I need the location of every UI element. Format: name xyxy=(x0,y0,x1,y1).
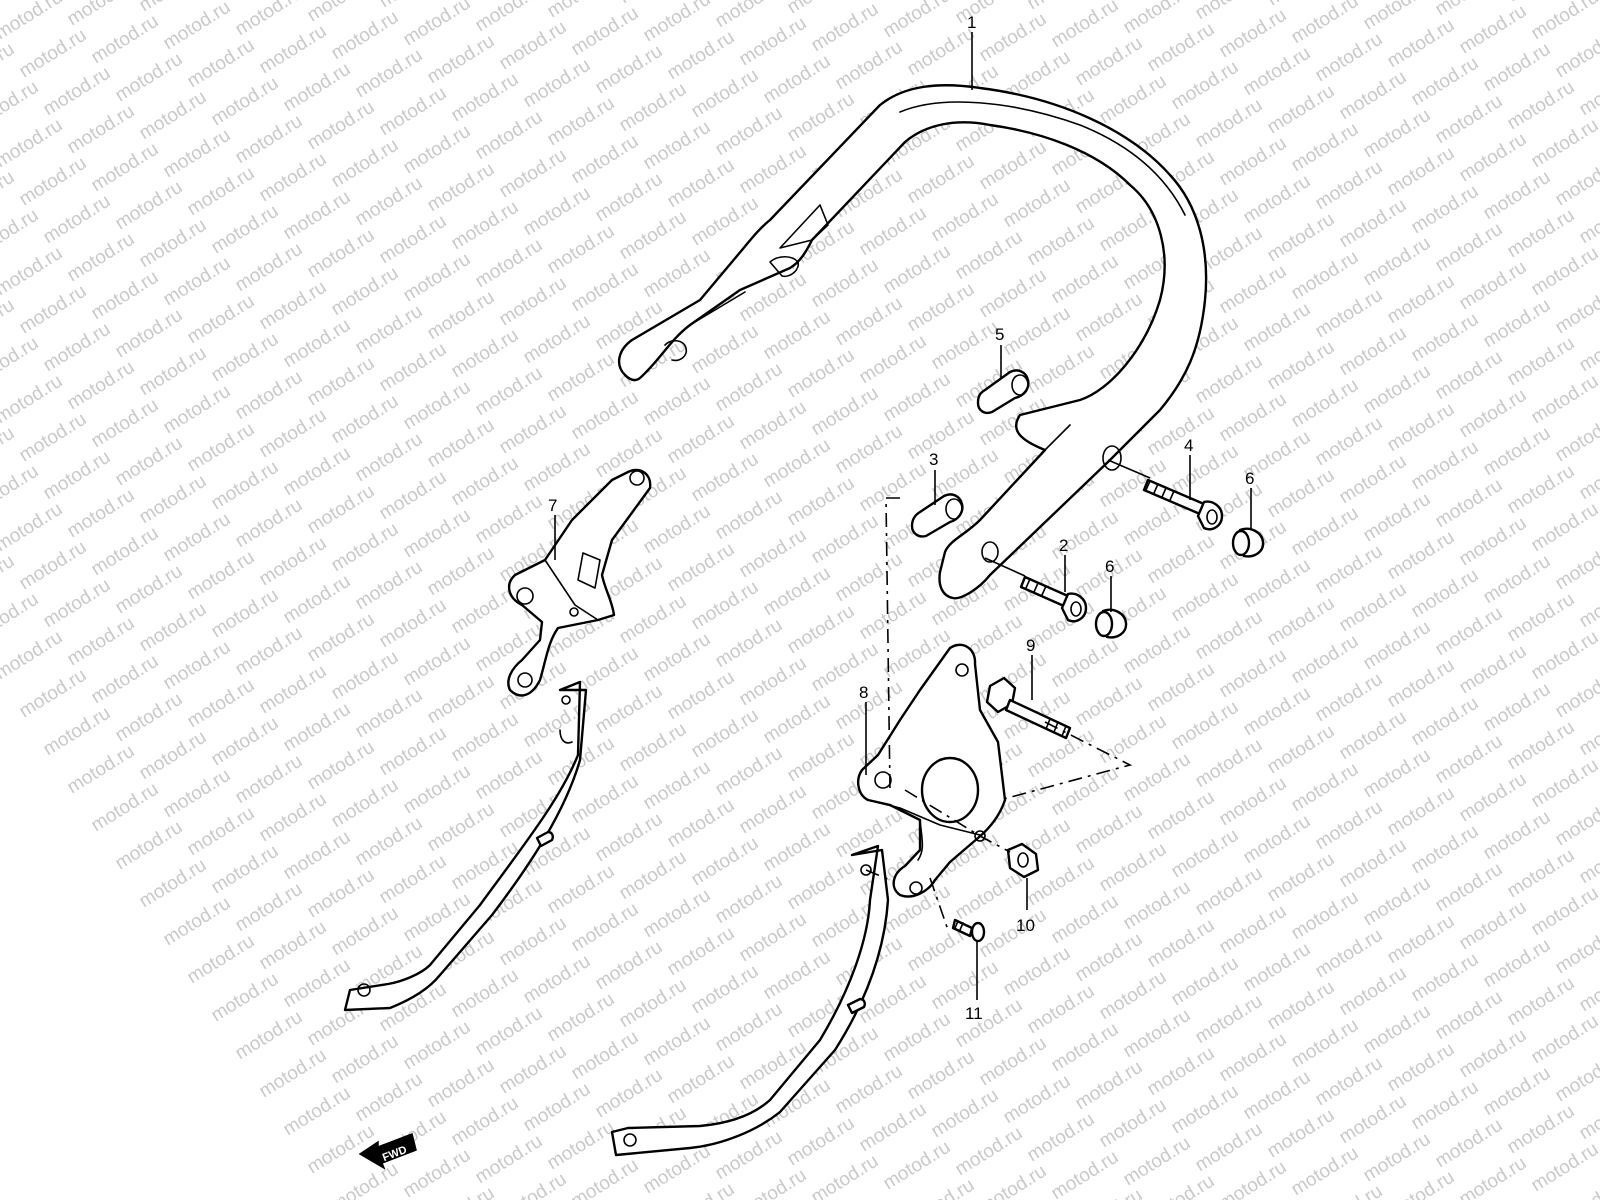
part-7-bracket xyxy=(507,468,652,697)
callout-4: 4 xyxy=(1184,436,1193,455)
callout-8: 8 xyxy=(859,683,868,702)
callout-2: 2 xyxy=(1059,536,1068,555)
left-stay xyxy=(343,680,588,1012)
callout-6a: 6 xyxy=(1245,469,1254,488)
fwd-arrow-icon: FWD xyxy=(358,1132,417,1170)
callout-9: 9 xyxy=(1026,636,1035,655)
part-10-nut xyxy=(1006,842,1040,879)
callout-7: 7 xyxy=(548,496,557,515)
callout-1: 1 xyxy=(967,13,976,32)
callout-10: 10 xyxy=(1016,916,1035,935)
part-6-cap-lower xyxy=(1094,608,1128,639)
part-4-bolt xyxy=(1107,459,1224,531)
callout-3: 3 xyxy=(929,450,938,469)
part-2-bolt xyxy=(984,557,1088,623)
part-11-bolt xyxy=(951,918,986,943)
part-9-bolt xyxy=(985,676,1072,740)
callout-6b: 6 xyxy=(1105,557,1114,576)
callout-11: 11 xyxy=(965,1004,983,1023)
part-3-spacer xyxy=(910,493,964,538)
part-6-cap-upper xyxy=(1231,527,1265,558)
part-5-spacer xyxy=(976,369,1030,415)
right-stay xyxy=(610,844,890,1157)
callout-5: 5 xyxy=(995,325,1004,344)
